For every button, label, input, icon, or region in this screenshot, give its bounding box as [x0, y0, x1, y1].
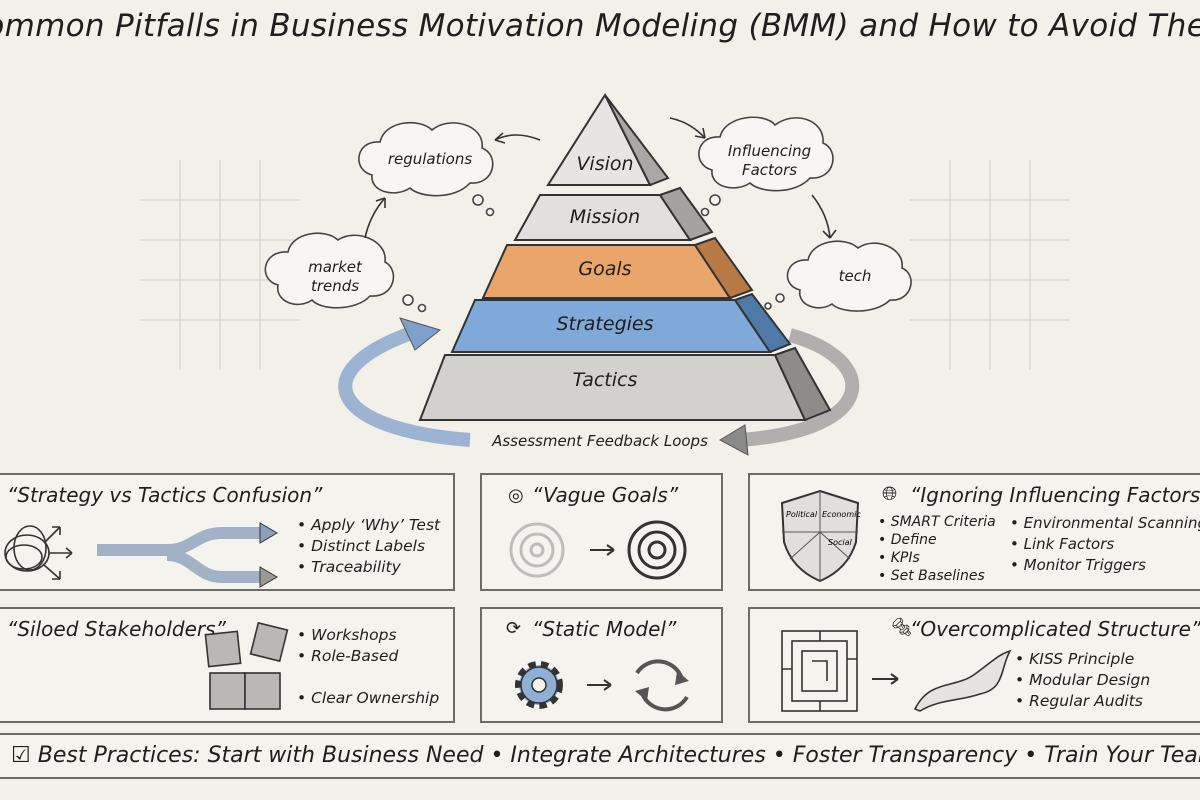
cloud-market-trends — [264, 232, 395, 309]
bolt-icon: 🔩︎ — [890, 617, 913, 638]
page-title: Common Pitfalls in Business Motivation M… — [0, 8, 1200, 44]
pitfall-card-ignoring-influencing-factors: Political Economic Social 🌐︎ “Ignoring I… — [748, 473, 1200, 591]
best-practices-text: Best Practices: Start with Business Need… — [37, 743, 1200, 768]
blurry-to-target-icon — [509, 520, 687, 580]
card-title: “Overcomplicated Structure” — [910, 617, 1200, 641]
pitfall-card-overcomplicated-structure: 🔩︎ “Overcomplicated Structure” KISS Prin… — [748, 607, 1200, 723]
card-title: “Strategy vs Tactics Confusion” — [7, 483, 323, 507]
tip: Distinct Labels — [297, 536, 440, 557]
pyramid — [418, 92, 832, 422]
cloud-arrows — [364, 117, 837, 239]
tip: Apply ‘Why’ Test — [297, 515, 440, 536]
feedback-loops-label: Assessment Feedback Loops — [492, 432, 708, 450]
pestle-shield-icon: Political Economic Social — [780, 489, 861, 583]
tip: Role-Based — [297, 646, 439, 667]
tip: Environmental Scanning — [1010, 513, 1200, 534]
pitfall-card-siloed-stakeholders: “Siloed Stakeholders” Workshops Role-Bas… — [0, 607, 455, 723]
cloud-shapes — [264, 116, 912, 313]
tangle-to-fork-icon — [4, 522, 278, 588]
feedback-arrow-right — [739, 328, 860, 447]
cloud-label-influencing-factors: Influencing Factors — [727, 142, 812, 179]
pyramid-label-goals: Goals — [578, 258, 632, 280]
shield-label: Political — [786, 510, 818, 519]
refresh-icon: ⟳ — [506, 618, 522, 639]
best-practices-banner: ☑ Best Practices: Start with Business Ne… — [0, 733, 1200, 779]
pyramid-label-mission: Mission — [569, 206, 641, 228]
grid-sketch-left — [140, 160, 300, 370]
card-title: “Static Model” — [532, 617, 677, 641]
cloud-regulations — [358, 122, 494, 197]
tip: Define — [878, 531, 996, 549]
maze-to-simple-icon — [781, 630, 1012, 712]
tip: Monitor Triggers — [1010, 555, 1200, 576]
tips-list: Workshops Role-Based Clear Ownership — [297, 625, 439, 709]
shield-label: Economic — [822, 510, 861, 519]
gear-to-cycle-icon — [515, 659, 689, 712]
card-title: “Ignoring Influencing Factors” — [910, 483, 1200, 507]
tips-list-left: SMART Criteria Define KPIs Set Baselines — [878, 513, 996, 585]
tip: Modular Design — [1015, 670, 1150, 691]
feedback-arrow-left — [338, 323, 471, 447]
tip: Traceability — [297, 557, 440, 578]
smooth-curve-icon — [913, 649, 1012, 712]
cloud-tech — [786, 240, 912, 312]
pitfall-card-vague-goals: ◎ “Vague Goals” — [480, 473, 723, 591]
cloud-influencing-factors — [698, 116, 834, 192]
shield-label: Social — [828, 538, 852, 547]
checkmark-icon: ☑ — [11, 743, 31, 768]
cloud-label-market-trends: market trends — [308, 258, 362, 295]
cycle-icon — [635, 659, 689, 712]
tip: Regular Audits — [1015, 691, 1150, 712]
tip: Set Baselines — [878, 567, 996, 585]
cloud-label-tech: tech — [838, 267, 872, 285]
tip: Clear Ownership — [297, 688, 439, 709]
pyramid-label-strategies: Strategies — [556, 313, 654, 335]
tips-list-right: Environmental Scanning Link Factors Moni… — [1010, 513, 1200, 576]
tips-list: Apply ‘Why’ Test Distinct Labels Traceab… — [297, 515, 440, 578]
tip: KISS Principle — [1015, 649, 1150, 670]
feedback-arrowhead-right — [718, 424, 749, 456]
pitfall-card-static-model: ⟳ “Static Model” — [480, 607, 723, 723]
maze-icon — [781, 630, 858, 712]
card-title: “Siloed Stakeholders” — [7, 617, 226, 641]
pitfall-card-strategy-vs-tactics: “Strategy vs Tactics Confusion” Apply ‘W… — [0, 473, 455, 591]
feedback-arrowhead-left — [399, 317, 442, 351]
pyramid-label-tactics: Tactics — [572, 369, 638, 391]
target-icon: ◎ — [508, 485, 524, 506]
globe-icon: 🌐︎ — [882, 483, 898, 505]
card-title: “Vague Goals” — [532, 483, 679, 507]
pyramid-label-vision: Vision — [576, 153, 634, 175]
grid-sketch-right — [910, 160, 1070, 370]
tip: SMART Criteria — [878, 513, 996, 531]
tip: Workshops — [297, 625, 439, 646]
cloud-label-regulations: regulations — [387, 150, 473, 168]
tip: Link Factors — [1010, 534, 1200, 555]
tips-list: KISS Principle Modular Design Regular Au… — [1015, 649, 1150, 712]
gear-icon — [515, 661, 563, 709]
puzzle-pieces-icon — [204, 621, 289, 710]
tip: KPIs — [878, 549, 996, 567]
